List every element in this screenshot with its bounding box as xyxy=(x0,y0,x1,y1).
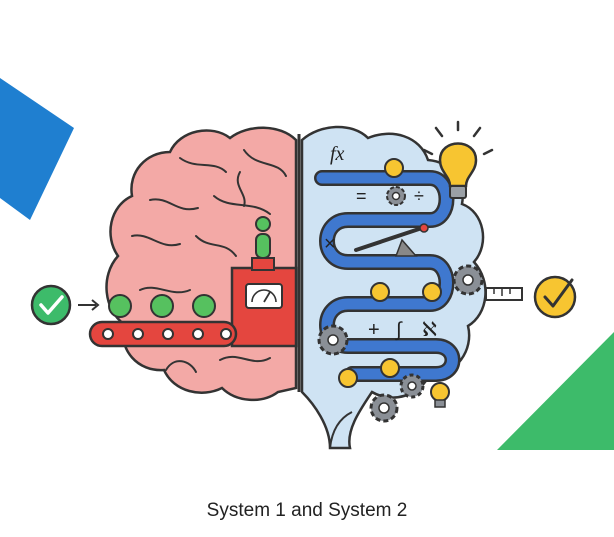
equation-symbol: ÷ xyxy=(414,186,424,206)
lightbulb-icon xyxy=(422,120,494,199)
lightbulb-icon xyxy=(430,382,450,408)
equation-symbol: ℵ xyxy=(422,319,437,341)
gear-icon xyxy=(452,264,484,296)
equation-symbol: + xyxy=(368,319,380,341)
conveyor-item xyxy=(192,294,216,318)
formula-text: fx xyxy=(330,143,345,165)
person-icon xyxy=(255,216,271,259)
gear-icon xyxy=(386,186,406,206)
conveyor-belt xyxy=(88,320,238,348)
green-corner-shape xyxy=(497,332,614,450)
gear-icon xyxy=(317,324,349,356)
brain-stem xyxy=(329,411,353,449)
gauge-icon xyxy=(245,283,283,309)
conveyor-item xyxy=(150,294,174,318)
equation-symbol: = xyxy=(356,186,367,206)
left-hemisphere xyxy=(88,126,298,402)
gold-coin xyxy=(380,358,400,378)
ruler-icon xyxy=(485,287,523,301)
gold-coin xyxy=(384,158,404,178)
check-circle-icon xyxy=(30,284,72,326)
gold-coin xyxy=(422,282,442,302)
machine-top xyxy=(251,257,275,271)
check-circle-icon xyxy=(533,275,577,319)
equation-symbol: × xyxy=(324,233,336,255)
gold-coin xyxy=(338,368,358,388)
caption-text: System 1 and System 2 xyxy=(206,500,408,521)
gear-icon xyxy=(369,393,399,423)
right-hemisphere: fx = ÷ × + ∫ ℵ xyxy=(300,125,487,450)
blue-corner-shape xyxy=(0,78,74,220)
conveyor-item xyxy=(108,294,132,318)
gear-icon xyxy=(399,373,425,399)
lever-icon xyxy=(354,223,429,257)
arrow-icon xyxy=(78,299,100,311)
gold-coin xyxy=(370,282,390,302)
equation-symbol: ∫ xyxy=(395,319,403,341)
